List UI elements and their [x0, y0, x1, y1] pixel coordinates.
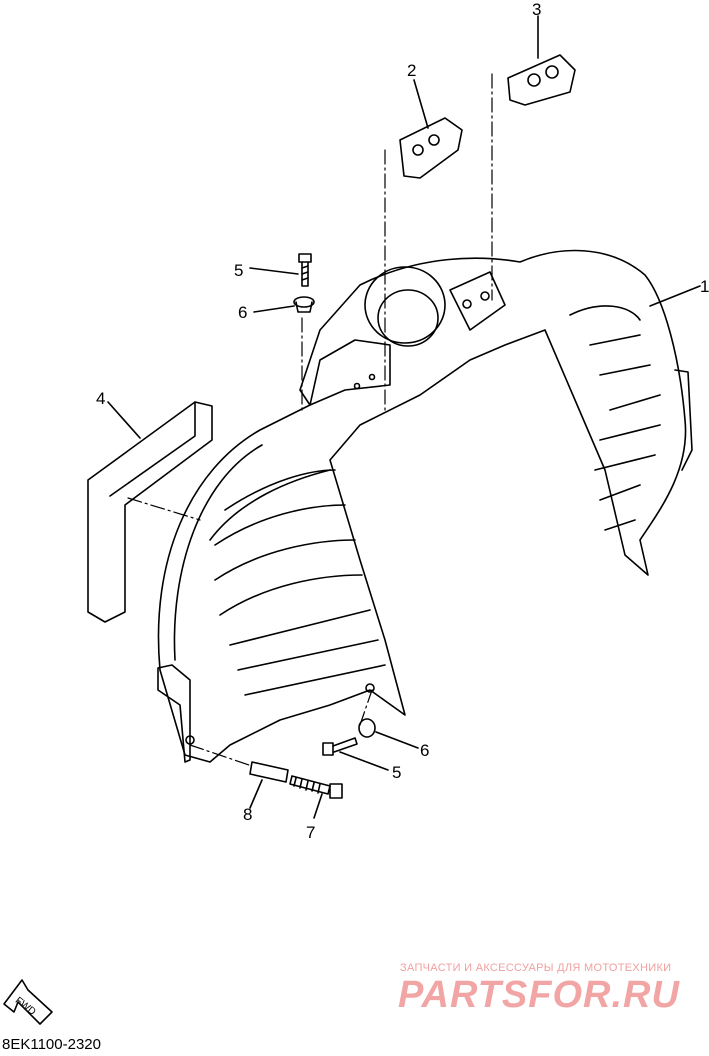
part-8-collar: [249, 761, 289, 783]
callout-6-upper: 6: [238, 303, 247, 322]
part-4-pad: [87, 401, 213, 623]
leader-6a: [253, 305, 295, 313]
callout-3: 3: [532, 0, 541, 19]
callout-8: 8: [243, 805, 252, 824]
leader-5a: [249, 267, 299, 275]
leader-5b: [339, 751, 389, 771]
part-1-shroud: [157, 249, 693, 763]
watermark-tagline: ЗАПЧАСТИ И АКСЕССУАРЫ ДЛЯ МОТОТЕХНИКИ: [400, 962, 672, 974]
leader-1: [649, 285, 701, 307]
watermark-logo: PARTSFOR.RU: [398, 974, 680, 1016]
callout-2: 2: [407, 61, 416, 80]
assembly-lines: [127, 73, 493, 767]
part-6-grommet-upper: [293, 296, 315, 313]
leader-6b: [375, 731, 419, 749]
leader-4: [107, 401, 141, 439]
leader-8: [249, 779, 263, 809]
diagram-code: 8EK1100-2320: [2, 1036, 101, 1053]
fwd-label: FWD: [13, 995, 38, 1018]
callout-4: 4: [96, 389, 105, 408]
callout-7: 7: [306, 823, 315, 842]
callout-5-upper: 5: [234, 261, 243, 280]
part-2-bracket: [399, 117, 463, 179]
part-7-bolt: [289, 775, 343, 799]
part-6-grommet-lower: [358, 718, 376, 738]
part-5-bolt-lower: [322, 737, 358, 756]
callout-5-lower: 5: [392, 763, 401, 782]
callout-1: 1: [700, 277, 709, 296]
part-3-bracket: [507, 54, 576, 106]
fwd-arrow-icon: [3, 979, 53, 1025]
part-5-bolt-upper: [298, 253, 312, 287]
callout-6-lower: 6: [420, 741, 429, 760]
leader-7: [313, 793, 323, 819]
leader-2: [413, 79, 429, 129]
